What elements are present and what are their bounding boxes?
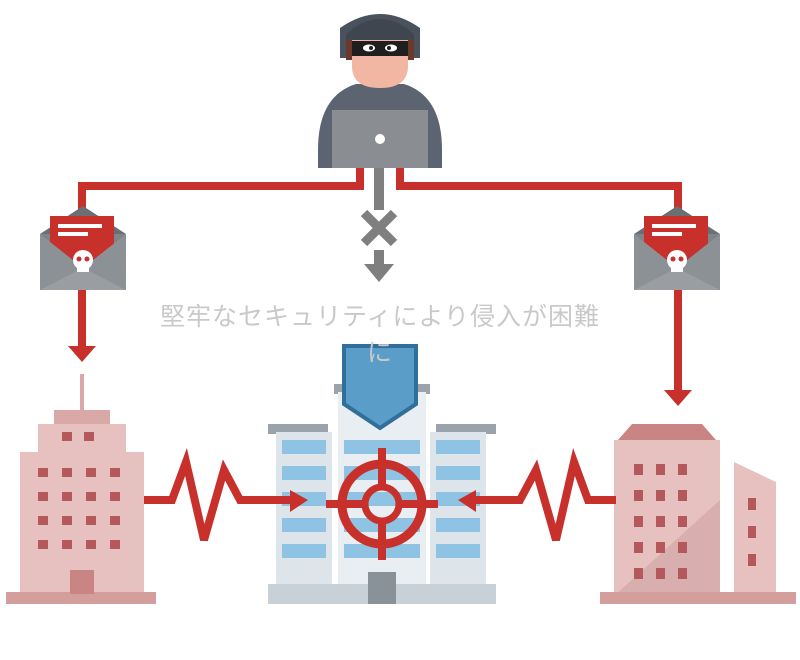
hacker-icon <box>318 14 442 168</box>
window <box>678 542 687 553</box>
window-band <box>436 440 480 454</box>
window <box>84 432 94 441</box>
window <box>38 468 48 477</box>
window-band <box>344 440 420 454</box>
blocked-path <box>360 168 398 282</box>
window <box>110 492 120 501</box>
malicious-email-left <box>40 206 126 290</box>
window <box>62 540 72 549</box>
window <box>634 542 643 553</box>
window-band <box>282 518 326 532</box>
window-band <box>436 544 480 558</box>
window <box>678 568 687 579</box>
window-grid <box>38 432 120 549</box>
shield-icon <box>342 344 418 431</box>
window <box>634 490 643 501</box>
window <box>678 516 687 527</box>
window-band <box>282 440 326 454</box>
window <box>62 432 72 441</box>
window <box>110 516 120 525</box>
window <box>656 464 665 475</box>
window <box>656 516 665 527</box>
window <box>656 542 665 553</box>
window <box>86 468 96 477</box>
crosshair-icon <box>326 448 438 560</box>
window-band <box>436 518 480 532</box>
window <box>634 516 643 527</box>
window-grid <box>634 464 687 579</box>
arrowhead-right <box>664 390 692 406</box>
arrowhead-left <box>68 346 96 362</box>
window-grid <box>282 440 480 558</box>
attack-zigzag-left <box>144 448 308 542</box>
skull-icon <box>73 250 93 272</box>
window-band <box>282 544 326 558</box>
window <box>678 490 687 501</box>
window <box>634 568 643 579</box>
window <box>62 516 72 525</box>
window <box>38 540 48 549</box>
window <box>110 540 120 549</box>
window-band <box>436 466 480 480</box>
window <box>656 568 665 579</box>
window <box>110 468 120 477</box>
window <box>62 468 72 477</box>
attack-zigzag-right <box>458 448 616 542</box>
skull-icon <box>667 250 687 272</box>
window <box>38 516 48 525</box>
window <box>62 492 72 501</box>
window <box>656 490 665 501</box>
building-left <box>6 374 156 604</box>
window <box>634 464 643 475</box>
malicious-email-right <box>634 206 720 290</box>
building-right <box>600 424 796 604</box>
window <box>678 464 687 475</box>
window <box>86 492 96 501</box>
protection-caption: 堅牢なセキュリティにより侵入が困難に <box>159 302 600 367</box>
window-band <box>282 466 326 480</box>
window <box>38 492 48 501</box>
window <box>86 516 96 525</box>
window <box>86 540 96 549</box>
cross-mark-icon <box>360 209 398 247</box>
